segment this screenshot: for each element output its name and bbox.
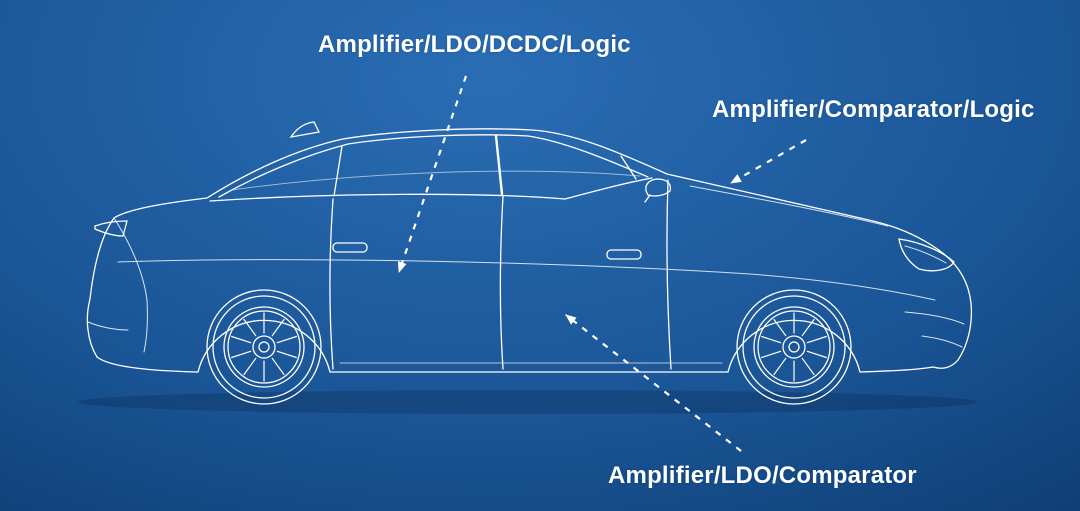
- car-body-outline: [86, 128, 973, 369]
- headlight: [898, 238, 955, 272]
- label-amplifier-ldo-comparator: Amplifier/LDO/Comparator: [608, 462, 917, 489]
- dashed-arrow-top-label: [397, 75, 468, 273]
- glass-reflection-line: [231, 170, 641, 191]
- rear-bumper-crease: [87, 321, 129, 331]
- label-amplifier-ldo-dcdc-logic: Amplifier/LDO/DCDC/Logic: [318, 31, 631, 58]
- window-top-edge: [218, 134, 649, 198]
- hood-crease: [689, 185, 889, 227]
- trunk-seam: [113, 217, 148, 353]
- b-pillar: [494, 134, 504, 196]
- car-wireframe-illustration: [86, 121, 973, 405]
- ground-shadow: [78, 390, 978, 414]
- front-door-handle: [606, 249, 642, 260]
- label-amplifier-comparator-logic: Amplifier/Comparator/Logic: [712, 96, 1035, 123]
- callout-arrows: [397, 75, 807, 452]
- front-fender-seam: [666, 179, 672, 370]
- dashed-arrow-bottom-label: [565, 314, 742, 452]
- front-wheel: [736, 289, 852, 405]
- c-pillar-divider: [333, 145, 343, 197]
- fog-lamp-line: [921, 335, 963, 348]
- belt-line: [209, 177, 653, 202]
- side-mirror: [645, 178, 672, 197]
- rear-door-seam: [329, 198, 334, 370]
- character-line: [117, 259, 936, 301]
- roof-antenna-fin: [289, 121, 320, 138]
- rear-wheel: [206, 289, 322, 405]
- door-divider-seam: [499, 195, 504, 370]
- front-bumper-crease: [904, 311, 965, 325]
- rear-door-handle: [332, 242, 368, 253]
- dashed-arrow-right-label: [730, 139, 807, 184]
- tail-light: [94, 220, 128, 237]
